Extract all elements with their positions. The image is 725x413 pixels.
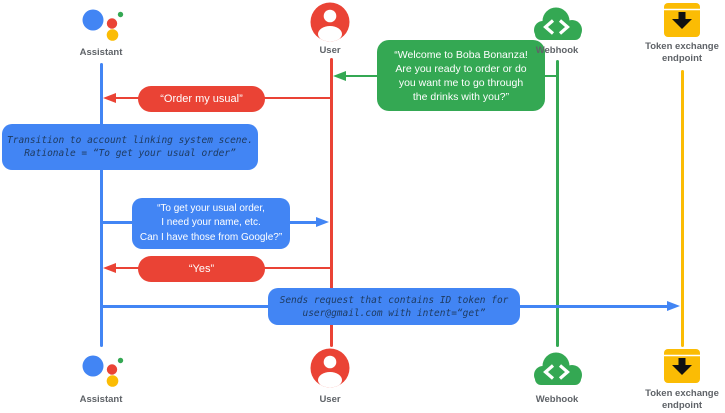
user-icon (310, 2, 350, 42)
order-usual-bubble: “Order my usual” (138, 86, 265, 112)
yes-text: “Yes” (188, 262, 215, 275)
assistant-lifeline (99, 63, 103, 347)
token-endpoint-label-bottom: Token exchange endpoint (622, 388, 725, 411)
webhook-icon (534, 352, 582, 385)
welcome-line-3: you want me to go through (398, 76, 524, 89)
token-endpoint-icon (664, 3, 700, 37)
webhook-icon (534, 7, 582, 40)
send-request-line-1: Sends request that contains ID token for (279, 294, 509, 306)
user-label-top: User (319, 45, 341, 56)
token-endpoint-label-top: Token exchange endpoint (622, 41, 725, 64)
token-label-line-1: Token exchange (645, 41, 719, 52)
order-usual-text: “Order my usual” (160, 92, 243, 105)
transition-note-line-1: Transition to account linking system sce… (7, 135, 253, 146)
welcome-line-2: Are you ready to order or do (395, 62, 527, 75)
welcome-arrowhead-icon (333, 70, 346, 81)
token-endpoint-icon (664, 349, 700, 383)
assistant-label-top: Assistant (79, 47, 123, 58)
send-request-line-2: user@gmail.com with intent=“get” (302, 307, 486, 319)
welcome-line-1: “Welcome to Boba Bonanza! (394, 48, 528, 61)
transition-note: Transition to account linking system sce… (2, 124, 258, 170)
transition-note-line-2: Rationale = “To get your usual order” (24, 148, 236, 159)
token-label-line-2: endpoint (661, 399, 703, 411)
assistant-icon (82, 355, 124, 387)
user-icon (310, 348, 350, 388)
webhook-label-bottom: Webhook (535, 394, 579, 405)
send-request-note: Sends request that contains ID token for… (268, 288, 520, 325)
token-label-line-2: endpoint (661, 52, 703, 64)
order-usual-arrowhead-icon (103, 92, 116, 103)
ask-details-line-3: Can I have those from Google?” (139, 231, 283, 243)
ask-details-line-1: “To get your usual order, (157, 202, 265, 214)
yes-arrowhead-icon (103, 262, 116, 273)
assistant-icon (82, 9, 124, 41)
ask-details-arrowhead-icon (316, 216, 329, 227)
welcome-message-bubble: “Welcome to Boba Bonanza! Are you ready … (377, 40, 545, 111)
ask-details-line-2: I need your name, etc. (161, 217, 261, 229)
webhook-label-top: Webhook (535, 45, 579, 56)
yes-bubble: “Yes” (138, 256, 265, 282)
welcome-line-4: the drinks with you?” (412, 90, 510, 103)
webhook-lifeline (555, 60, 559, 347)
ask-details-bubble: “To get your usual order, I need your na… (132, 198, 290, 249)
token-endpoint-lifeline (680, 70, 684, 347)
assistant-label-bottom: Assistant (79, 394, 123, 405)
send-request-arrowhead-icon (667, 300, 680, 311)
token-label-line-1: Token exchange (645, 388, 719, 399)
user-lifeline (329, 58, 333, 347)
user-label-bottom: User (319, 394, 341, 405)
